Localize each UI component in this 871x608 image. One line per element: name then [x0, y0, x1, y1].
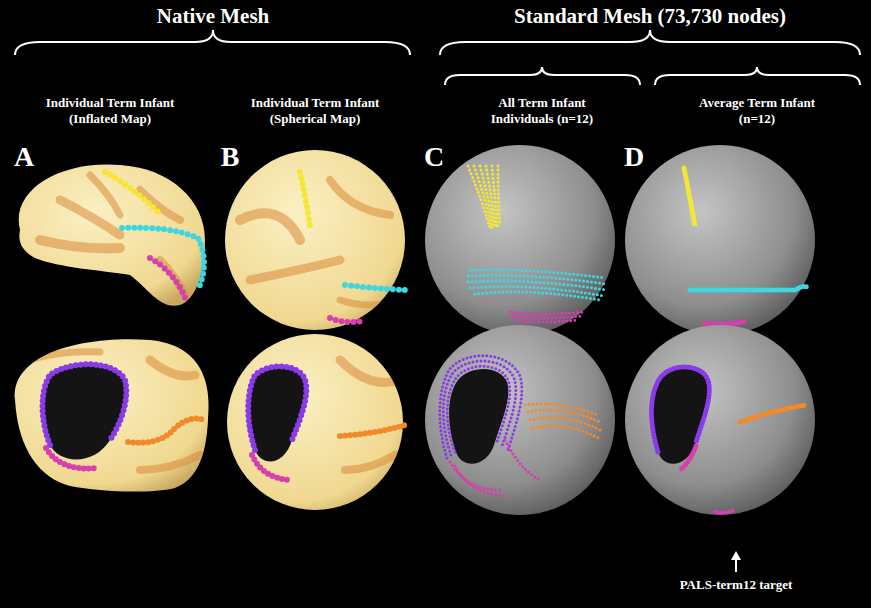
column-heading: Individual Term Infant (Inflated Map) [23, 95, 198, 126]
panel-letter: C [424, 140, 444, 174]
inflated-brain-medial [15, 339, 209, 491]
panel-letter: B [221, 140, 240, 174]
group-heading: Native Mesh [157, 4, 270, 29]
spherical-map-lateral [225, 150, 405, 330]
standard-sphere-individuals-lateral [425, 145, 615, 335]
pointer-arrow [731, 551, 741, 572]
bracket [15, 30, 860, 85]
standard-sphere-individuals-medial [425, 325, 615, 515]
column-heading: Individual Term Infant (Spherical Map) [228, 95, 403, 126]
column-heading: Average Term Infant (n=12) [685, 95, 830, 126]
target-label: PALS-term12 target [680, 577, 793, 593]
group-heading: Standard Mesh (73,730 nodes) [514, 4, 786, 29]
panel-letter: A [14, 140, 34, 174]
spherical-map-medial [227, 334, 405, 510]
average-sphere-medial [625, 325, 815, 515]
column-heading: All Term Infant Individuals (n=12) [483, 95, 601, 126]
inflated-brain-lateral [19, 164, 205, 305]
panel-letter: D [624, 140, 644, 174]
average-sphere-lateral [625, 145, 815, 335]
